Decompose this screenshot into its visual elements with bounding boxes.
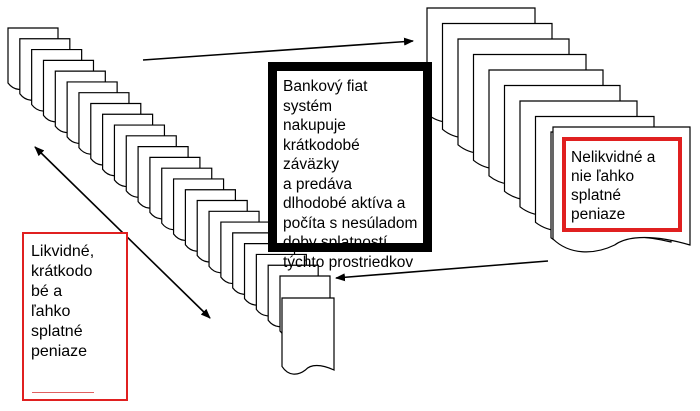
liquid-money-text: Likvidné, krátkodo bé a ľahko splatné pe… [31, 243, 95, 360]
illiquid-money-label: Nelikvidné a nie ľahko splatné peniaze [562, 137, 682, 232]
center-explanation-text: Bankový fiat systém nakupuje krátkodobé … [277, 71, 423, 271]
footer-line [32, 392, 94, 393]
bottom-arrow [335, 260, 549, 282]
center-explanation-box: Bankový fiat systém nakupuje krátkodobé … [268, 62, 432, 271]
stack-page [281, 297, 335, 375]
top-arrow [142, 37, 414, 61]
liquid-money-label: Likvidné, krátkodo bé a ľahko splatné pe… [22, 232, 128, 401]
